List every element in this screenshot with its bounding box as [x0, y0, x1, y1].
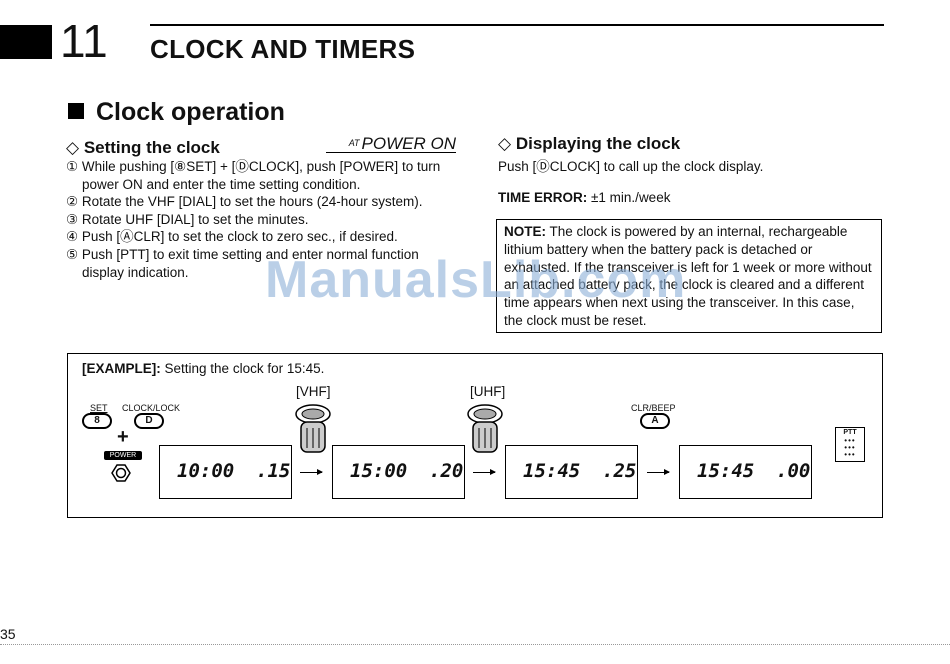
bottom-rule [0, 644, 950, 645]
vhf-label: [VHF] [296, 384, 331, 399]
example-box: [EXAMPLE]: Setting the clock for 15:45. … [67, 353, 883, 518]
lcd-display-3: 15:45 .25 [505, 445, 638, 499]
lcd-display-1: 10:00 .15 [159, 445, 292, 499]
clr-key-glyph: A [651, 415, 659, 426]
set-key-label: SET [90, 403, 108, 413]
page-number: 35 [0, 626, 16, 642]
time-error: TIME ERROR: ±1 min./week [498, 190, 670, 205]
time-error-value: ±1 min./week [591, 190, 671, 205]
note-text: The clock is powered by an internal, rec… [504, 224, 872, 328]
setting-steps: ① While pushing [⑧SET] + [ⒹCLOCK], push … [66, 158, 461, 281]
step-item: ④ Push [ⒶCLR] to set the clock to zero s… [66, 229, 398, 245]
displaying-text: Push [ⒹCLOCK] to call up the clock displ… [498, 159, 764, 174]
header-rule [150, 24, 884, 26]
diamond-icon: ◇ [66, 138, 80, 157]
step-item: ② Rotate the VHF [DIAL] to set the hours… [66, 194, 423, 210]
lcd-display-2: 15:00 .20 [332, 445, 465, 499]
clr-key-label: CLR/BEEP [631, 403, 676, 413]
clr-key-a[interactable]: A [640, 413, 670, 429]
diamond-icon: ◇ [498, 134, 512, 153]
mode-label-text: POWER ON [361, 134, 456, 153]
power-button-icon[interactable] [108, 462, 134, 489]
example-text: Setting the clock for 15:45. [164, 361, 325, 376]
lcd-time: 15:00 [350, 460, 408, 482]
step-item: ① While pushing [⑧SET] + [ⒹCLOCK], push … [66, 159, 441, 192]
lcd-seconds: .00 [776, 460, 811, 482]
ptt-dots-icon: ••••••••• [844, 436, 856, 459]
lcd-seconds: .15 [256, 460, 291, 482]
chapter-title: CLOCK AND TIMERS [150, 34, 416, 64]
section-title-text: Clock operation [96, 98, 285, 126]
plus-sign: + [117, 426, 129, 448]
clock-key-d[interactable]: D [134, 413, 164, 429]
set-key-glyph: 8 [94, 415, 100, 426]
uhf-label: [UHF] [470, 384, 506, 399]
mode-rule [326, 152, 456, 153]
arrow-right-icon [300, 469, 323, 475]
clock-key-glyph: D [145, 415, 153, 426]
displaying-subtitle-text: Displaying the clock [515, 134, 681, 153]
ptt-key[interactable]: PTT ••••••••• [835, 427, 865, 462]
uhf-dial-icon[interactable] [466, 402, 504, 463]
set-key-8[interactable]: 8 [82, 413, 112, 429]
time-error-label: TIME ERROR: [498, 190, 588, 205]
power-key-label: POWER [104, 451, 142, 460]
clock-key-label: CLOCK/LOCK [122, 403, 181, 413]
step-item: ⑤ Push [PTT] to exit time setting and en… [66, 246, 419, 280]
note-box: NOTE: The clock is powered by an interna… [496, 219, 882, 333]
lcd-seconds: .25 [602, 460, 637, 482]
displaying-subtitle: ◇ Displaying the clock [498, 134, 680, 154]
lcd-seconds: .20 [429, 460, 464, 482]
lcd-time: 15:45 [697, 460, 755, 482]
chapter-tab-block [0, 25, 52, 59]
setting-subtitle-text: Setting the clock [83, 138, 220, 157]
vhf-dial-icon[interactable] [294, 402, 332, 463]
example-label: [EXAMPLE]: [82, 361, 161, 376]
ptt-label: PTT [843, 429, 857, 436]
section-title: Clock operation [68, 98, 285, 127]
note-label: NOTE: [504, 224, 546, 239]
arrow-right-icon [473, 469, 496, 475]
setting-subtitle: ◇ Setting the clock [66, 138, 220, 158]
lcd-time: 10:00 [177, 460, 235, 482]
chapter-number: 11 [60, 15, 108, 67]
example-caption: [EXAMPLE]: Setting the clock for 15:45. [82, 361, 324, 376]
arrow-right-icon [647, 469, 670, 475]
mode-prefix: AT [348, 138, 360, 148]
lcd-time: 15:45 [523, 460, 581, 482]
step-item: ③ Rotate UHF [DIAL] to set the minutes. [66, 211, 309, 227]
lcd-display-4: 15:45 .00 [679, 445, 812, 499]
watermark: ManualsLib.com [265, 251, 687, 309]
section-bullet-icon [68, 103, 84, 119]
